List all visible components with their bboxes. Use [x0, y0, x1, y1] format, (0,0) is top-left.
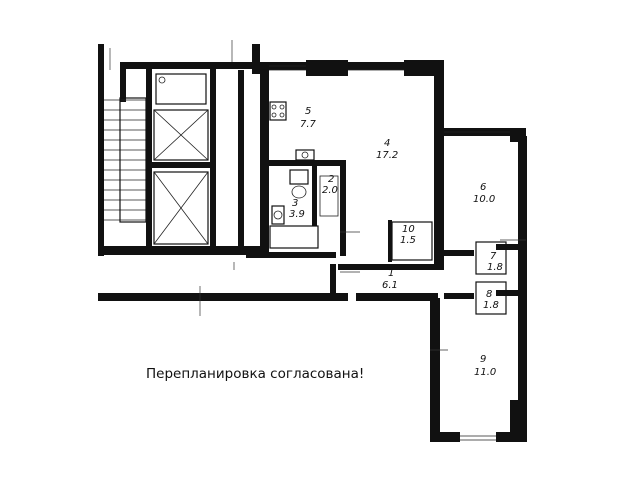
room-label-number: 8 [486, 289, 492, 300]
windows [269, 65, 510, 441]
closets-7-8 [475, 241, 507, 315]
room-label-number: 2 [328, 174, 334, 185]
room-label-area: 11.0 [474, 367, 496, 378]
room-label-area: 2.0 [322, 185, 338, 196]
room-label-number: 10 [402, 224, 415, 235]
room-label-area: 1.5 [400, 235, 416, 246]
room-label-area: 1.8 [483, 300, 499, 311]
room-label-area: 7.7 [300, 119, 317, 130]
room-label-number: 3 [292, 198, 298, 209]
dimension-lines [109, 40, 526, 351]
bathroom-block [268, 149, 346, 256]
room-label-area: 17.2 [376, 150, 398, 161]
stairs [104, 97, 147, 223]
room-label-area: 10.0 [473, 194, 495, 205]
room-label-number: 1 [388, 268, 394, 279]
elevator-shafts [146, 68, 216, 248]
room-labels: 1 6.1 2 2.0 3 3.9 4 17.2 5 7.7 6 10.0 7 … [289, 106, 503, 378]
stairwell-block [98, 44, 268, 256]
room-label-area: 6.1 [382, 280, 398, 291]
room-label-area: 3.9 [289, 209, 305, 220]
room-label-number: 4 [384, 138, 390, 149]
closet-10 [388, 220, 433, 262]
room-label-number: 9 [480, 354, 486, 365]
stove [269, 101, 287, 121]
room-label-number: 6 [480, 182, 486, 193]
room-label-number: 5 [305, 106, 311, 117]
room-label-area: 1.8 [487, 262, 503, 273]
redevelopment-note: Перепланировка согласована! [146, 366, 365, 382]
room-label-number: 7 [490, 251, 497, 262]
